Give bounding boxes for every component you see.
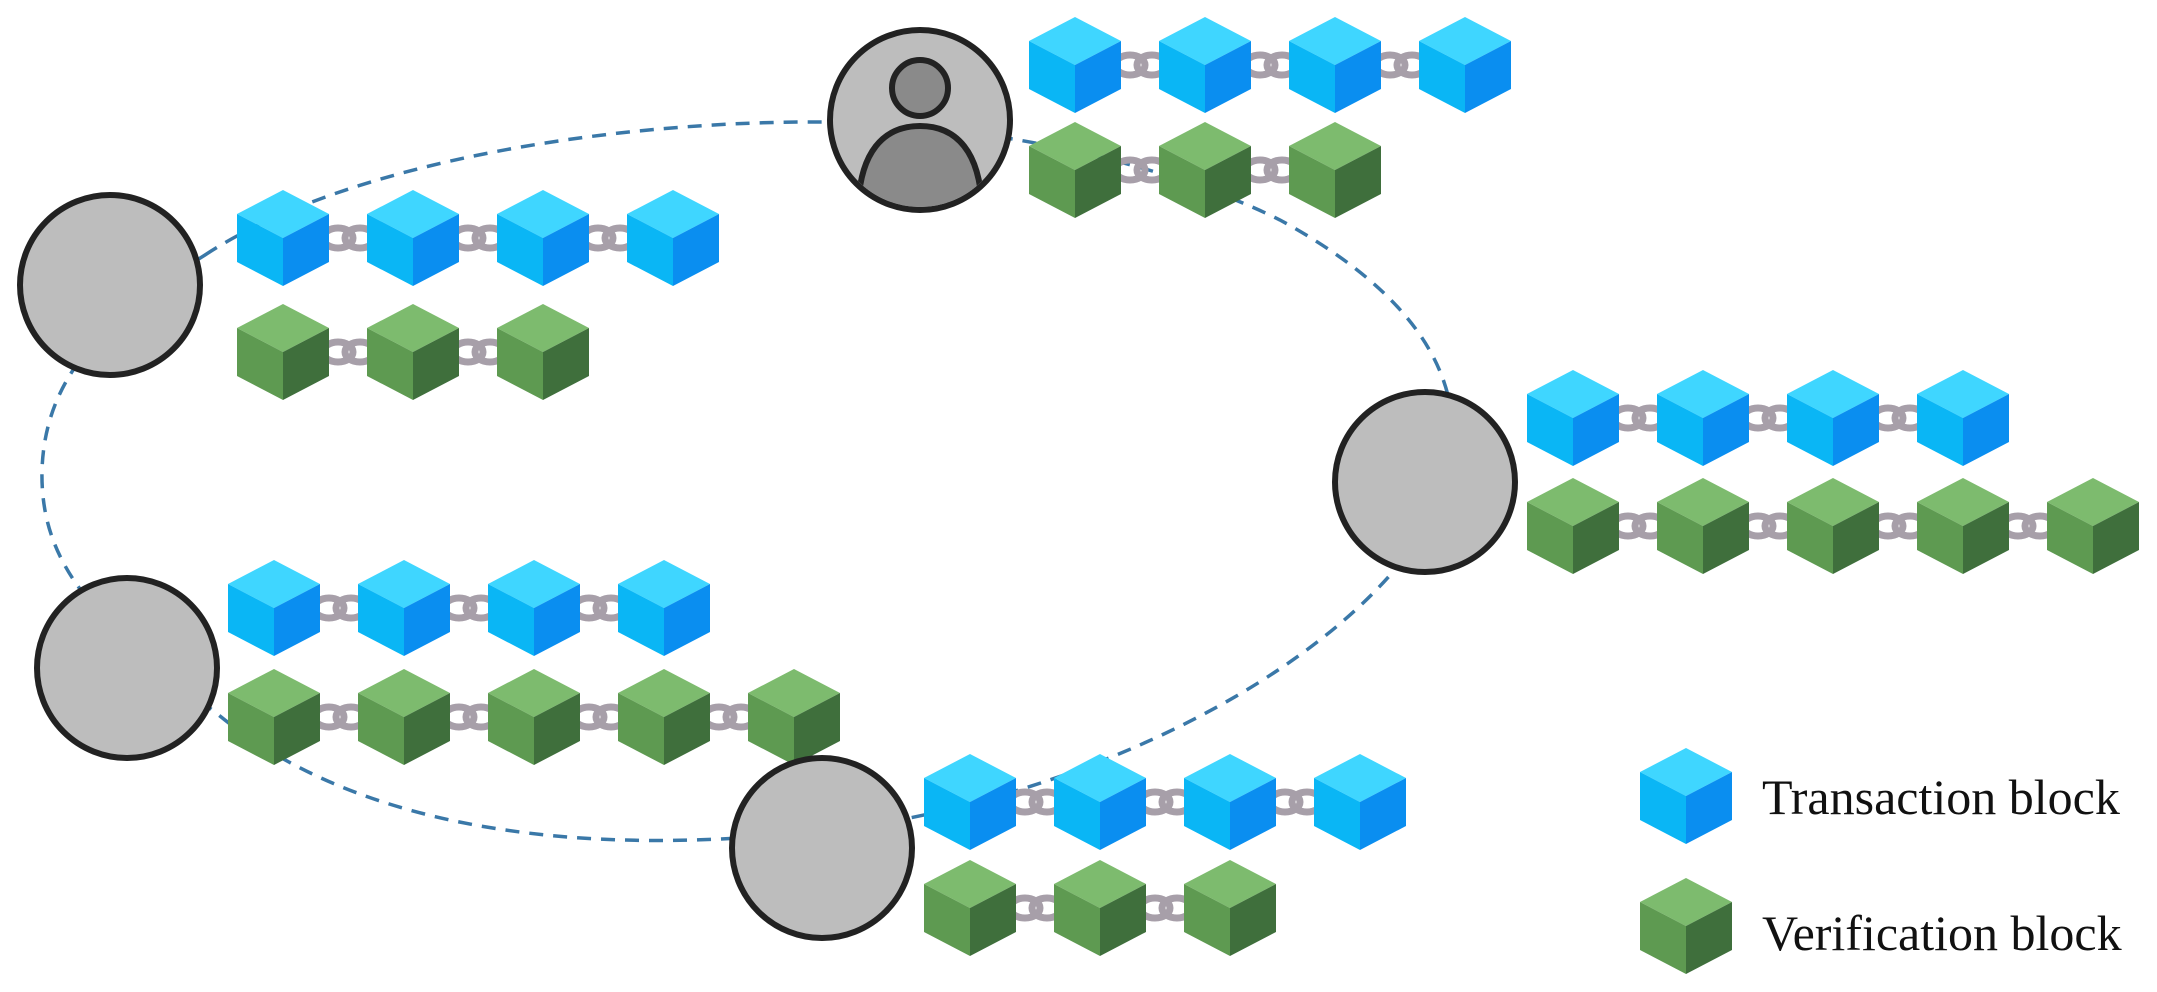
transaction-block [367, 190, 459, 286]
verification-chain [228, 669, 840, 765]
transaction-block [1289, 17, 1381, 113]
node-right [1527, 370, 2139, 574]
node-left-lower [228, 560, 840, 765]
verification-block [618, 669, 710, 765]
transaction-block [1917, 370, 2009, 466]
node-avatars [17, 27, 1518, 941]
legend-transaction-cube [1640, 748, 1732, 844]
transaction-block [1314, 754, 1406, 850]
node-top [1029, 17, 1511, 218]
verification-block [1527, 478, 1619, 574]
verification-block [1917, 478, 2009, 574]
verification-block [367, 304, 459, 400]
user-avatar-icon [34, 575, 220, 761]
verification-block [1159, 122, 1251, 218]
legend-verification-cube [1640, 878, 1732, 974]
verification-block [1054, 860, 1146, 956]
transaction-block [228, 560, 320, 656]
transaction-chain [1527, 370, 2009, 466]
verification-block [748, 669, 840, 765]
node-left-upper [237, 190, 719, 400]
transaction-block [1054, 754, 1146, 850]
transaction-block [488, 560, 580, 656]
transaction-chain [228, 560, 710, 656]
verification-block [237, 304, 329, 400]
verification-block [1029, 122, 1121, 218]
transaction-block [924, 754, 1016, 850]
legend-transaction-label: Transaction block [1762, 769, 2120, 825]
legend: Transaction block Verification block [1640, 748, 2122, 974]
transaction-chain [924, 754, 1406, 850]
transaction-block [1657, 370, 1749, 466]
verification-chain [1029, 122, 1381, 218]
avatar-head [889, 57, 951, 119]
transaction-block [1419, 17, 1511, 113]
verification-chain [237, 304, 589, 400]
transaction-block [237, 190, 329, 286]
verification-chain [1527, 478, 2139, 574]
verification-chain [924, 860, 1276, 956]
transaction-chain [1029, 17, 1511, 113]
transaction-block [358, 560, 450, 656]
transaction-block [1159, 17, 1251, 113]
verification-block [497, 304, 589, 400]
legend-verification-label: Verification block [1762, 905, 2122, 961]
transaction-block-icon [1640, 748, 1732, 844]
avatar-body [854, 122, 986, 207]
transaction-block [1527, 370, 1619, 466]
user-avatar-icon [827, 27, 1013, 213]
user-avatar-icon [729, 755, 915, 941]
transaction-chain [237, 190, 719, 286]
node-bottom [924, 754, 1406, 956]
verification-block [1657, 478, 1749, 574]
transaction-block [618, 560, 710, 656]
verification-block-icon [1640, 878, 1732, 974]
transaction-block [1029, 17, 1121, 113]
block-chains [228, 17, 2139, 956]
verification-block [2047, 478, 2139, 574]
user-avatar-icon [1332, 389, 1518, 575]
verification-block [228, 669, 320, 765]
transaction-block [1184, 754, 1276, 850]
verification-block [1787, 478, 1879, 574]
user-avatar-icon [17, 192, 203, 378]
transaction-block [497, 190, 589, 286]
verification-block [358, 669, 450, 765]
transaction-block [1787, 370, 1879, 466]
verification-block [1184, 860, 1276, 956]
verification-block [924, 860, 1016, 956]
verification-block [488, 669, 580, 765]
network-ring [40, 120, 1455, 843]
verification-block [1289, 122, 1381, 218]
transaction-block [627, 190, 719, 286]
